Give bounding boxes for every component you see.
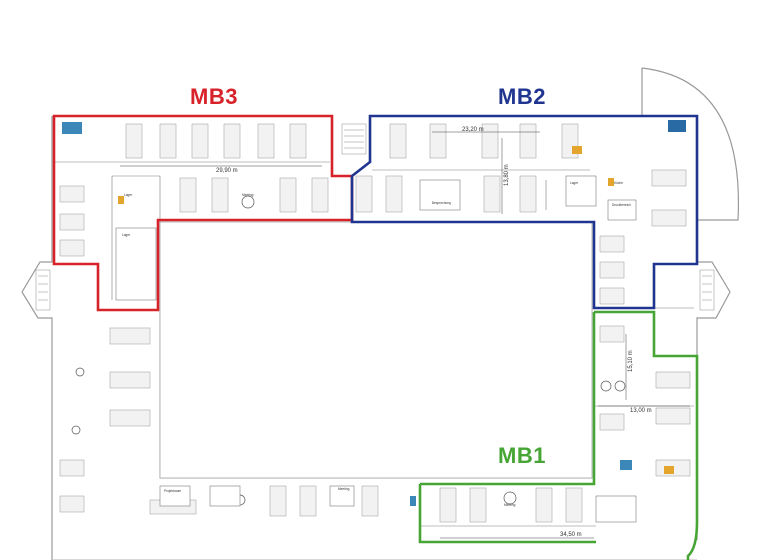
dim-mb1-depth: 15,10 m [628,350,634,372]
mb3-zone-outline [52,114,354,312]
room-label-meeting: Meeting [242,193,254,197]
room-label-lager: Lager [122,233,131,237]
room-label-meeting: Meeting [338,487,350,491]
room-label-druckbereich: Druckbereich [612,203,631,207]
courtyard [159,221,593,479]
zone-label-mb1: MB1 [498,443,546,468]
dim-mb1-bottom: 34,50 m [560,532,582,538]
dim-mb2-depth: 13,80 m [504,164,510,186]
stairwells [35,123,715,311]
dim-mb2-width: 23,20 m [462,127,484,133]
desks [59,123,691,523]
room-label-besprechung: Besprechung [432,201,451,205]
room-label-projektraum: Projektraum [164,489,182,493]
room-label-meeting: Meeting [504,503,516,507]
interior-walls [54,161,694,527]
room-label-kueche: Küche [614,181,623,185]
dim-mb3-width: 29,90 m [216,168,238,174]
zone-label-mb3: MB3 [190,84,238,109]
mb1-zone-outline [418,310,699,560]
mb2-zone-outline [350,114,699,310]
dim-mb1-width: 13,00 m [630,408,652,414]
room-label-lager: Lager [124,193,133,197]
dimension-lines [120,131,690,539]
zone-label-mb2: MB2 [498,84,546,109]
room-label-lager: Lager [570,181,579,185]
